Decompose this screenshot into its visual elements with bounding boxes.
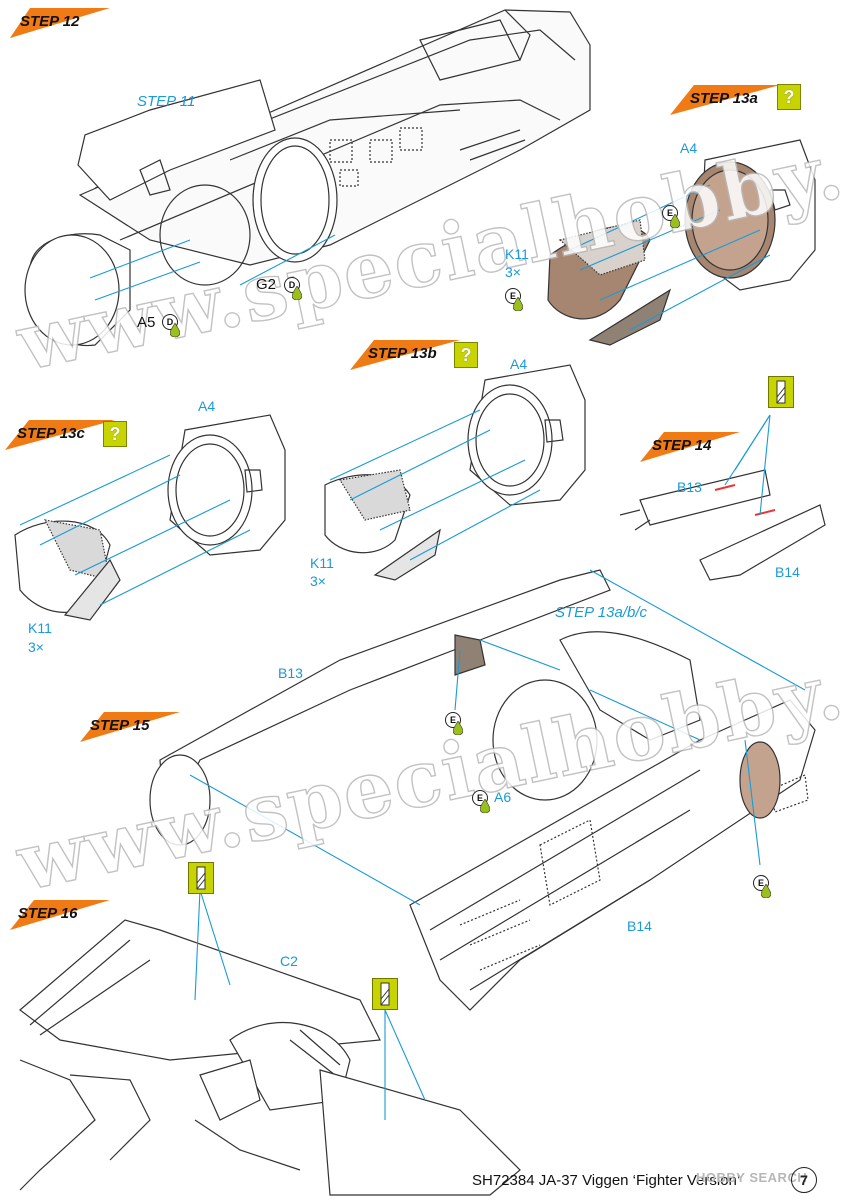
paint-e-badge-13a-interior: E (662, 205, 684, 229)
part-k11-13b: K11 (310, 555, 334, 571)
step-12-tag: STEP 12 (10, 8, 120, 38)
paint-drop-icon (170, 323, 180, 337)
paint-drop-icon (761, 884, 771, 898)
footer-kit-title: SH72384 JA-37 Viggen ‘Fighter Version’ (472, 1172, 741, 1189)
step14-drawing (619, 469, 826, 581)
drill-hole-icon-14 (768, 376, 794, 408)
step13b-drawing (324, 364, 586, 581)
step-14-tag: STEP 14 (640, 432, 740, 462)
part-a4-13a: A4 (680, 140, 698, 156)
page-number: 7 (791, 1167, 817, 1193)
drill-hole-icon-16-left (188, 862, 214, 894)
paint-e-badge-15-b13: E (445, 712, 467, 736)
step-13abc-ref: STEP 13a/b/c (555, 604, 647, 621)
assembly-arrows (19, 184, 806, 1120)
part-a6: A6 (494, 789, 512, 805)
paint-drop-icon (292, 286, 302, 300)
part-a4-13b: A4 (510, 356, 528, 372)
step-13b-tag: STEP 13b (350, 340, 460, 370)
question-box-13b: ? (454, 342, 478, 368)
part-a5: A5 (137, 314, 156, 331)
part-k11-13a: K11 (505, 246, 529, 262)
paint-drop-icon (480, 799, 490, 813)
part-b13-15: B13 (278, 665, 303, 681)
question-box-13a: ? (777, 84, 801, 110)
part-k11-13c-qty: 3× (28, 639, 44, 655)
paint-code-d: D (162, 314, 178, 330)
step16-drawing (19, 919, 521, 1196)
part-k11-13c: K11 (28, 620, 52, 636)
part-b13-14: B13 (677, 479, 702, 495)
step-13c-tag: STEP 13c (5, 420, 115, 450)
step13a-drawing (547, 139, 816, 346)
footer-brand-mark: HOBBY SEARCH (696, 1170, 808, 1185)
part-a4-13c: A4 (198, 398, 216, 414)
forward-fuselage-drawing (78, 9, 591, 286)
paint-e-badge-13a-k11: E (505, 288, 527, 312)
drill-hole-icon-16-right (372, 978, 398, 1010)
part-g2: G2 (256, 276, 277, 293)
paint-drop-icon (453, 721, 463, 735)
paint-d-badge-g2: D (284, 277, 306, 301)
part-b14-14: B14 (775, 564, 800, 580)
step-15-tag: STEP 15 (80, 712, 180, 742)
step-16-tag: STEP 16 (10, 900, 110, 930)
step-13a-tag: STEP 13a (670, 85, 780, 115)
part-c2: C2 (280, 953, 298, 969)
paint-e-badge-15-exhaust: E (753, 875, 775, 899)
step15-drawing (149, 569, 816, 1011)
paint-d-badge-a5: D (162, 314, 184, 338)
part-k11-13a-qty: 3× (505, 264, 521, 280)
paint-e-badge-15-a6: E (472, 790, 494, 814)
step-11-ref: STEP 11 (137, 93, 196, 110)
intake-plug-drawing (24, 233, 131, 347)
paint-drop-icon (513, 297, 523, 311)
step13c-drawing (14, 414, 286, 621)
part-k11-13b-qty: 3× (310, 573, 326, 589)
paint-drop-icon (670, 214, 680, 228)
question-box-13c: ? (103, 421, 127, 447)
part-b14-15: B14 (627, 918, 652, 934)
